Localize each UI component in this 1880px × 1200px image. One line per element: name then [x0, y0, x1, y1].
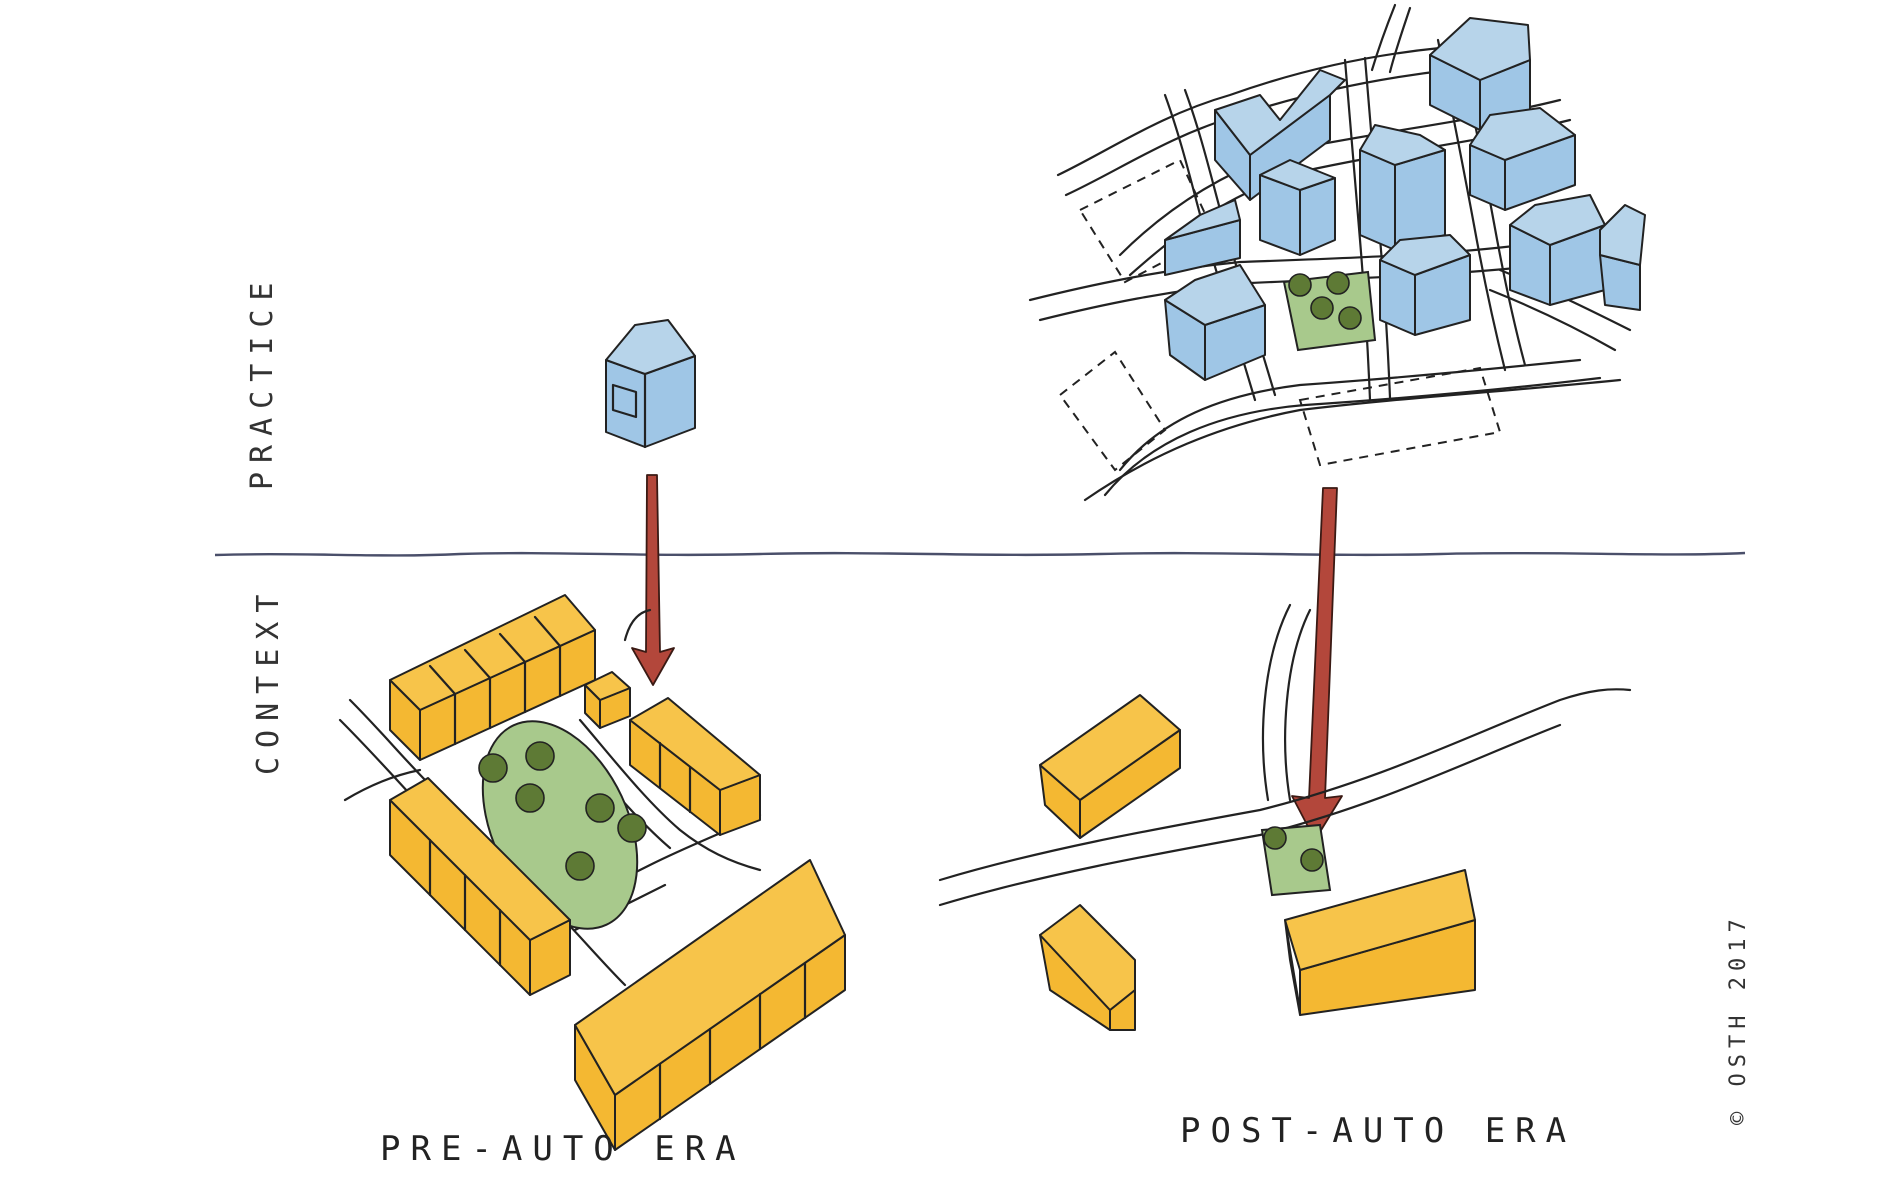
post-auto-era-label: POST-AUTO ERA [1180, 1111, 1576, 1151]
practice-label: PRACTICE [245, 274, 280, 491]
pre-auto-era-label: PRE-AUTO ERA [380, 1129, 746, 1169]
context-label: CONTEXT [251, 586, 286, 775]
lot-trees [1263, 826, 1324, 872]
single-tower-building [605, 319, 696, 449]
copyright-signature: © OSTH 2017 [1726, 913, 1751, 1125]
arrow-left [631, 474, 675, 686]
practice-context-divider [214, 551, 1746, 557]
arrow-right [1291, 487, 1343, 841]
plaza-trees [1288, 271, 1362, 330]
pre-auto-block [338, 594, 846, 1151]
planned-district [1028, 3, 1646, 502]
district-buildings [1164, 17, 1646, 381]
post-auto-sprawl [938, 603, 1632, 1031]
park-trees [478, 741, 647, 881]
